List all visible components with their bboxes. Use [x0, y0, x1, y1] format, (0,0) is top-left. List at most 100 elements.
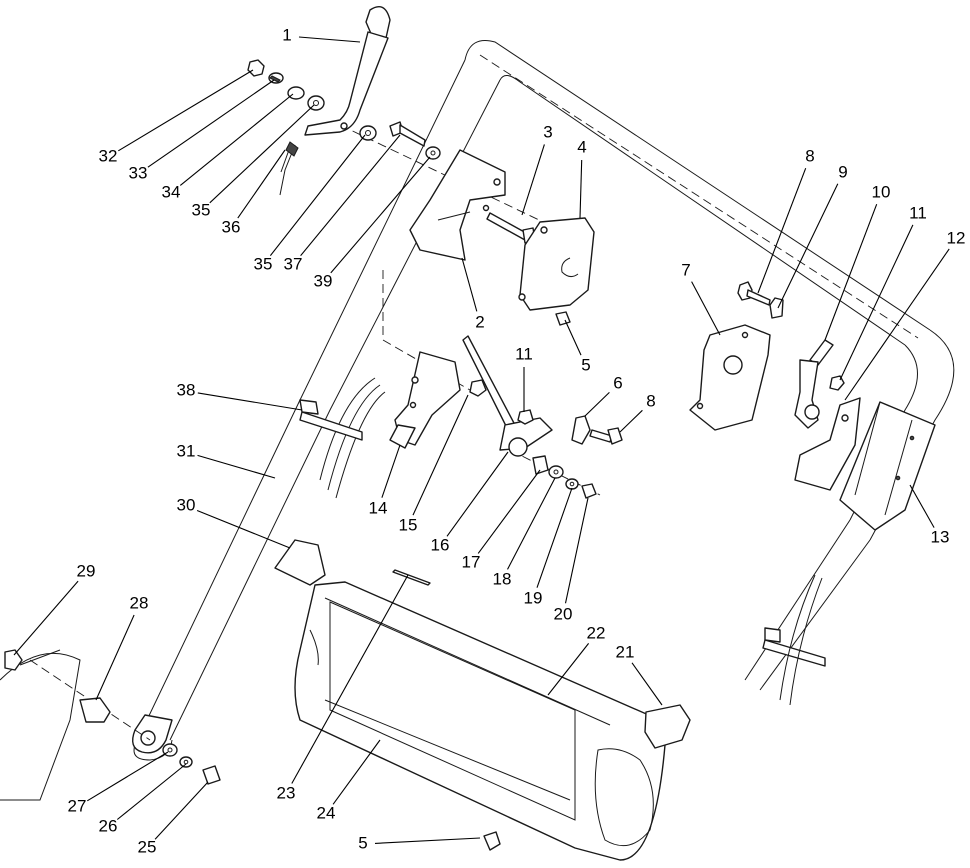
callout-leader-line [300, 134, 401, 257]
callout-leader-line [536, 487, 573, 588]
part-bracket-2 [409, 149, 506, 261]
part-cable-clip-38 [299, 399, 363, 441]
callout-number: 4 [577, 137, 586, 156]
callout-leader-line [909, 484, 935, 528]
callout-number: 9 [838, 162, 847, 181]
callout-number: 31 [177, 441, 196, 460]
callout-number: 35 [192, 200, 211, 219]
callout-leader-line [521, 144, 545, 216]
part-lever-1 [304, 6, 391, 136]
callout-number: 13 [931, 527, 950, 546]
callout-number: 29 [77, 561, 96, 580]
callout-number: 35 [254, 254, 273, 273]
part-lever-10 [794, 339, 834, 429]
part-nut-15 [469, 379, 487, 397]
callout-leader-line [619, 409, 643, 433]
callout-number: 25 [138, 837, 157, 856]
part-grip-22-24 [294, 581, 666, 861]
callout-leader-line [95, 614, 135, 701]
callout-leader-line [839, 224, 914, 381]
callout-leader-line [564, 319, 582, 356]
callout-number: 6 [613, 373, 622, 392]
callout-leader-line [330, 156, 431, 274]
callout-number: 14 [369, 498, 388, 517]
callout-number: 37 [284, 254, 303, 273]
callout-number: 1 [282, 25, 291, 44]
callout-number: 36 [222, 217, 241, 236]
left-deck-bracket [0, 649, 111, 801]
callout-number: 8 [646, 391, 655, 410]
callout-leader-line [631, 662, 663, 706]
callout-leader-line [757, 168, 807, 294]
callout-leader-line [209, 104, 315, 204]
callout-leader-line [116, 763, 187, 820]
callout-number: 22 [587, 623, 606, 642]
callout-leader-line [179, 93, 294, 186]
callout-leader-line [844, 248, 950, 401]
callout-leader-line [147, 79, 275, 168]
part-plate-7 [689, 324, 771, 431]
callout-leader-line [547, 643, 590, 696]
callout-number: 11 [909, 203, 927, 222]
callout-number: 7 [681, 260, 690, 279]
callout-number: 38 [177, 380, 196, 399]
hardware-stack-25-27 [162, 743, 221, 785]
callout-number: 28 [130, 593, 149, 612]
callout-number: 8 [805, 146, 814, 165]
right-cable-clip [762, 574, 826, 706]
callout-number: 10 [872, 182, 891, 201]
callout-number: 24 [317, 803, 336, 822]
callout-number: 17 [462, 552, 481, 571]
callout-leader-line [196, 509, 291, 549]
callout-leader-line [332, 739, 381, 805]
part-bolt-3 [486, 212, 536, 244]
callout-leader-line [197, 392, 303, 411]
part-channel-13 [839, 401, 936, 531]
center-fasteners-6-8 [571, 415, 623, 445]
callout-number: 39 [314, 271, 333, 290]
callout-number: 32 [99, 146, 118, 165]
part-nut-11-center [517, 409, 534, 425]
callout-leader-line [579, 159, 583, 219]
callout-leader-line [269, 134, 366, 256]
callout-number: 33 [129, 163, 148, 182]
callout-number: 21 [616, 642, 635, 661]
callout-number: 15 [399, 515, 418, 534]
callout-number: 12 [947, 228, 966, 247]
callout-leader-line [298, 36, 361, 43]
callout-leader-line [507, 477, 556, 570]
callout-number: 26 [99, 816, 118, 835]
callout-leader-line [197, 454, 276, 479]
handle-frame [132, 40, 955, 761]
callout-number: 3 [543, 122, 552, 141]
callout-number: 19 [524, 588, 543, 607]
callout-leader-line [691, 281, 721, 336]
callout-leader-line [237, 149, 286, 219]
callout-leader-line [824, 204, 878, 341]
callout-number: 5 [581, 355, 590, 374]
callout-leader-line [412, 394, 469, 516]
callout-number: 2 [475, 312, 484, 331]
part-bracket-12 [794, 397, 861, 491]
callout-leader-line [777, 183, 839, 309]
part-nut-11-right [829, 375, 845, 391]
callout-number: 16 [431, 535, 450, 554]
callout-number: 30 [177, 495, 196, 514]
part-end-cap-30 [274, 539, 326, 586]
callout-number: 18 [493, 569, 512, 588]
callout-leader-line [584, 392, 610, 417]
callout-number: 5 [358, 833, 367, 852]
callout-labels: 1234556788910111112131415161718192021222… [13, 25, 966, 856]
part-label-23 [392, 569, 431, 586]
callout-leader-line [461, 257, 478, 312]
part-bracket-14 [389, 351, 461, 449]
callout-leader-line [87, 751, 169, 802]
callout-number: 20 [554, 604, 573, 623]
callout-number: 27 [68, 796, 87, 815]
cables [319, 377, 386, 499]
part-end-plug-21 [644, 704, 691, 749]
callout-leader-line [154, 781, 209, 840]
callout-number: 11 [515, 344, 533, 363]
callout-leader-line [446, 451, 509, 537]
